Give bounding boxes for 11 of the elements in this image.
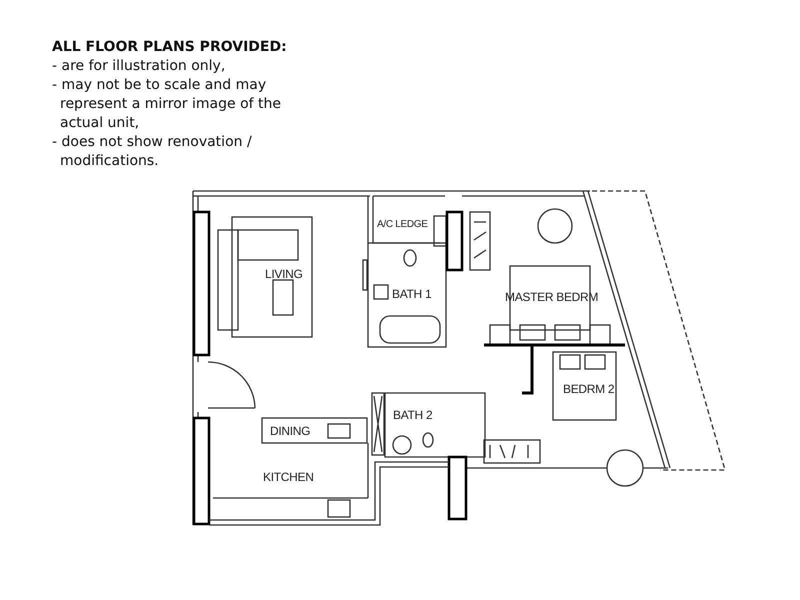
- note-text: - are for illustration only,: [52, 57, 226, 76]
- room-label: LIVING: [265, 267, 303, 281]
- room-label: BEDRM 2: [563, 382, 614, 396]
- room-label: BATH 1: [392, 287, 432, 301]
- room-label: A/C LEDGE: [377, 219, 428, 230]
- heading: ALL FLOOR PLANS PROVIDED:: [52, 38, 288, 57]
- room-label: BATH 2: [393, 408, 432, 422]
- room-label: KITCHEN: [263, 470, 314, 484]
- note-text: - may not be to scale and may represent a mirror image of the actual unit,: [52, 76, 282, 133]
- note-text: - does not show renovation / modifications.: [52, 133, 253, 171]
- room-label: DINING: [270, 424, 310, 438]
